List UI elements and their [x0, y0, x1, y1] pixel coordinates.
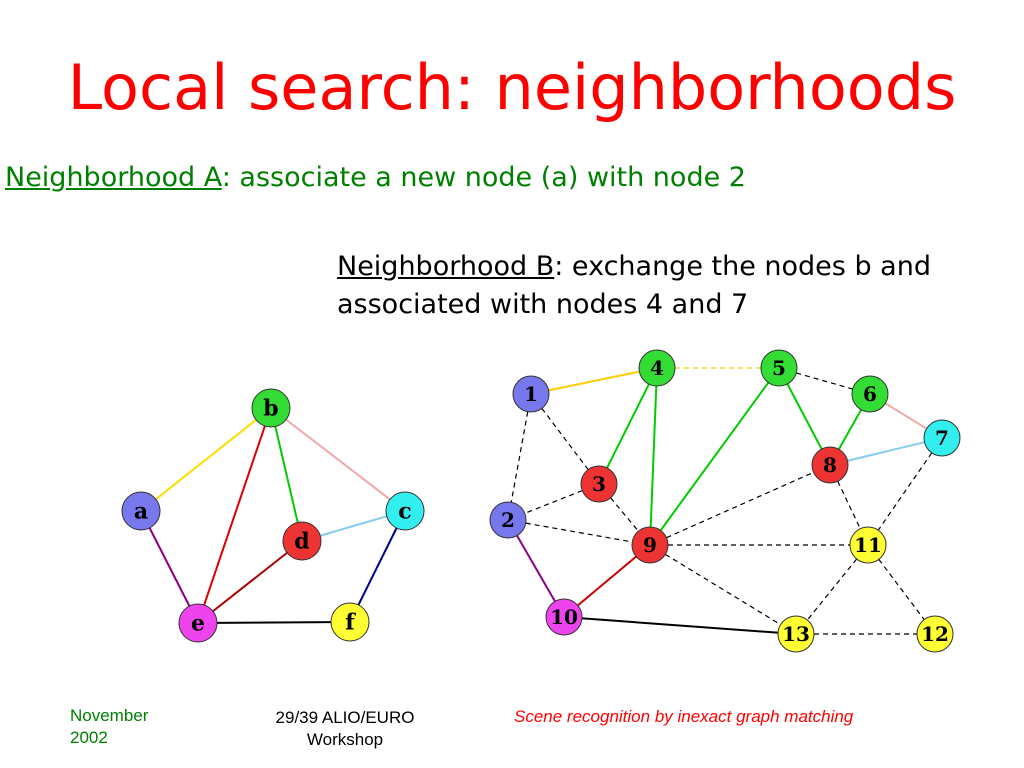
node-a: a	[121, 491, 161, 531]
edge-n11-n12	[867, 544, 936, 635]
edge-n2-n10	[507, 519, 565, 618]
node-n13: 13	[777, 615, 815, 653]
neighborhood-a-text: : associate a new node (a) with node 2	[221, 162, 746, 193]
edge-d-e	[197, 540, 303, 624]
node-circle-n11	[849, 526, 887, 564]
edge-n10-n13	[563, 616, 797, 635]
edge-n9-n13	[649, 544, 797, 635]
edge-n7-n11	[867, 437, 943, 546]
node-label-b: b	[263, 396, 278, 422]
node-label-e: e	[191, 611, 205, 637]
neighborhood-b-block: Neighborhood B: exchange the nodes b and…	[337, 248, 1024, 324]
footer-slide-info: 29/39 ALIO/EURO Workshop	[275, 708, 415, 749]
neighborhood-b-line-2: associated with nodes 4 and 7	[337, 289, 749, 320]
node-label-n10: 10	[550, 605, 578, 629]
node-n9: 9	[631, 526, 669, 564]
node-circle-n10	[545, 598, 583, 636]
node-circle-e	[178, 603, 218, 643]
slide-title: Local search: neighborhoods	[67, 51, 957, 124]
edge-a-e	[140, 510, 199, 624]
node-circle-n5	[760, 349, 798, 387]
node-n12: 12	[916, 615, 954, 653]
node-n7: 7	[923, 419, 961, 457]
node-circle-n13	[777, 615, 815, 653]
edge-n2-n9	[507, 519, 651, 546]
footer-talk-title: Scene recognition by inexact graph match…	[514, 707, 854, 726]
edge-e-f	[197, 621, 351, 624]
edge-a-b	[140, 407, 272, 512]
node-label-n5: 5	[772, 356, 786, 380]
node-label-n3: 3	[592, 472, 606, 496]
edge-n5-n6	[778, 367, 871, 395]
node-n4: 4	[638, 349, 676, 387]
node-circle-n12	[916, 615, 954, 653]
neighborhood-b-line-1: Neighborhood B: exchange the nodes b and	[337, 248, 1024, 286]
node-label-n6: 6	[863, 382, 877, 406]
edge-c-f	[349, 510, 406, 623]
node-c: c	[385, 491, 425, 531]
node-n10: 10	[545, 598, 583, 636]
node-n5: 5	[760, 349, 798, 387]
edge-n4-n9	[649, 367, 658, 546]
node-circle-a	[121, 491, 161, 531]
node-circle-n4	[638, 349, 676, 387]
node-n3: 3	[580, 465, 618, 503]
node-circle-d	[282, 521, 322, 561]
node-label-n2: 2	[501, 508, 515, 532]
edge-b-c	[270, 407, 406, 512]
node-label-a: a	[134, 499, 148, 525]
node-f: f	[330, 602, 370, 642]
edge-n1-n4	[530, 367, 658, 395]
neighborhood-a-line: Neighborhood A: associate a new node (a)…	[5, 160, 746, 196]
node-n6: 6	[851, 375, 889, 413]
edge-n9-n10	[563, 544, 651, 618]
edge-n5-n9	[649, 367, 780, 546]
node-label-d: d	[294, 529, 309, 555]
node-circle-b	[251, 388, 291, 428]
node-e: e	[178, 603, 218, 643]
node-circle-c	[385, 491, 425, 531]
edge-b-d	[270, 407, 303, 542]
node-label-n11: 11	[854, 533, 882, 557]
node-circle-n6	[851, 375, 889, 413]
node-label-n8: 8	[823, 453, 837, 477]
node-b: b	[251, 388, 291, 428]
node-n2: 2	[489, 501, 527, 539]
edge-b-e	[197, 407, 272, 624]
node-label-c: c	[398, 499, 411, 525]
node-circle-n7	[923, 419, 961, 457]
edge-n8-n7	[829, 437, 943, 466]
edge-n11-n13	[795, 544, 869, 635]
node-n8: 8	[811, 446, 849, 484]
edge-n9-n8	[649, 464, 831, 546]
node-d: d	[282, 521, 322, 561]
node-n1: 1	[512, 375, 550, 413]
node-circle-f	[330, 602, 370, 642]
node-n11: 11	[849, 526, 887, 564]
node-circle-n2	[489, 501, 527, 539]
node-circle-n9	[631, 526, 669, 564]
node-circle-n3	[580, 465, 618, 503]
node-circle-n1	[512, 375, 550, 413]
neighborhood-b-label: Neighborhood B	[337, 251, 555, 282]
neighborhood-b-text-1: : exchange the nodes b and	[554, 251, 931, 282]
node-label-f: f	[345, 610, 356, 636]
node-label-n9: 9	[643, 533, 657, 557]
node-label-n12: 12	[921, 622, 949, 646]
node-label-n7: 7	[935, 426, 949, 450]
footer-date: November 2002	[70, 706, 149, 747]
edge-n1-n3	[530, 393, 600, 485]
neighborhood-a-label: Neighborhood A	[5, 162, 222, 193]
edge-n4-n3	[598, 367, 658, 485]
node-label-n4: 4	[650, 356, 664, 380]
node-label-n13: 13	[782, 622, 810, 646]
node-circle-n8	[811, 446, 849, 484]
edge-n1-n2	[507, 393, 532, 521]
node-label-n1: 1	[524, 382, 538, 406]
